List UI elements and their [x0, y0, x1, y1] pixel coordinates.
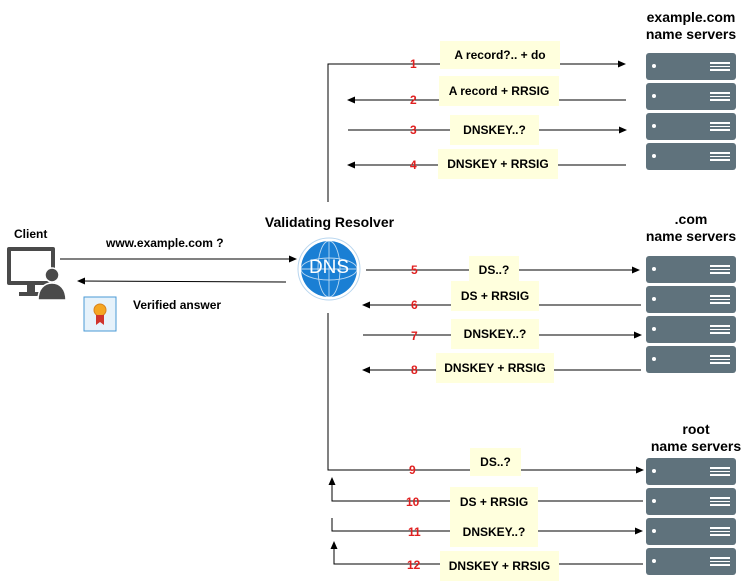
message-12-label: DNSKEY + RRSIG	[440, 551, 559, 581]
root-servers-title-line2: name servers	[650, 438, 742, 454]
step-number-11: 11	[408, 525, 421, 539]
example-server-icon	[646, 113, 736, 140]
root-server-icon	[646, 458, 736, 485]
step-number-4: 4	[410, 158, 417, 172]
resolver-title: Validating Resolver	[264, 214, 395, 230]
com-servers-title-line1: .com	[674, 211, 708, 227]
root-servers-title-line1: root	[682, 421, 710, 437]
verified-answer-label: Verified answer	[133, 298, 222, 312]
message-6-label: DS + RRSIG	[451, 281, 539, 311]
step-number-9: 9	[409, 463, 416, 477]
step-number-2: 2	[410, 93, 417, 107]
message-3-label: DNSKEY..?	[450, 115, 539, 145]
message-1-label: A record?.. + do	[440, 41, 560, 69]
dns-resolver-icon: DNS	[297, 237, 361, 301]
example-server-icon	[646, 83, 736, 110]
example-server-icon	[646, 143, 736, 170]
com-servers-title: .com name servers	[636, 211, 746, 245]
step-number-6: 6	[411, 298, 418, 312]
example-servers-title: example.com name servers	[636, 9, 746, 43]
com-servers-title-line2: name servers	[645, 228, 737, 244]
step-number-1: 1	[410, 57, 417, 71]
com-server-icon	[646, 256, 736, 283]
root-server-icon	[646, 488, 736, 515]
com-server-icon	[646, 316, 736, 343]
message-5-label: DS..?	[469, 256, 519, 284]
example-servers-title-line2: name servers	[645, 26, 737, 42]
example-server-icon	[646, 53, 736, 80]
com-server-icon	[646, 286, 736, 313]
dns-logo-text: DNS	[308, 257, 350, 278]
message-8-label: DNSKEY + RRSIG	[436, 353, 554, 383]
step-number-8: 8	[411, 363, 418, 377]
message-10-label: DS + RRSIG	[450, 487, 538, 517]
step-number-5: 5	[411, 263, 418, 277]
certificate-icon	[83, 296, 117, 332]
step-number-12: 12	[407, 558, 421, 572]
message-11-label: DNSKEY..?	[450, 517, 538, 547]
client-label: Client	[14, 227, 48, 241]
message-4-label: DNSKEY + RRSIG	[438, 149, 558, 179]
root-server-icon	[646, 548, 736, 575]
message-2-label: A record + RRSIG	[439, 76, 559, 106]
message-9-label: DS..?	[470, 448, 521, 476]
root-servers-title: root name servers	[641, 421, 751, 455]
root-server-icon	[646, 518, 736, 545]
step-number-7: 7	[411, 329, 418, 343]
message-7-label: DNSKEY..?	[451, 319, 539, 349]
com-server-icon	[646, 346, 736, 373]
step-number-3: 3	[410, 123, 417, 137]
example-servers-title-line1: example.com	[646, 9, 736, 25]
client-query-label: www.example.com ?	[106, 236, 224, 250]
step-number-10: 10	[406, 495, 420, 509]
client-computer-icon	[7, 247, 67, 301]
